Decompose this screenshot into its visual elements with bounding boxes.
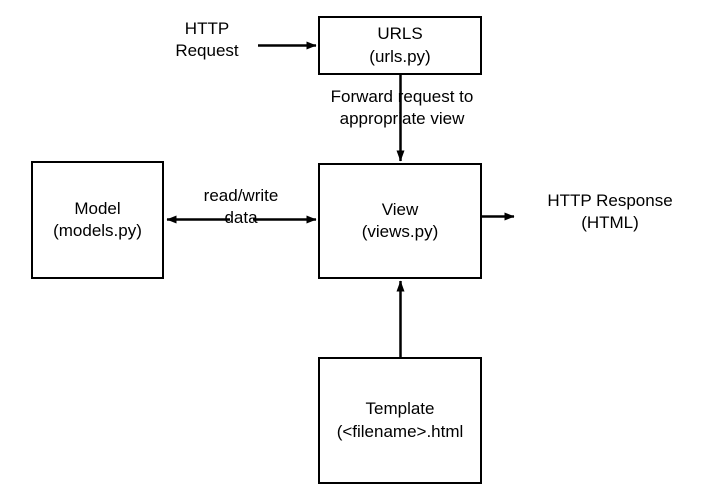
label-read-write-data: read/write data (186, 185, 296, 230)
node-template-title: Template (365, 399, 435, 419)
label-read-write-data-line1: read/write (203, 186, 279, 205)
node-urls-subtitle: (urls.py) (369, 46, 431, 66)
label-forward-request-line2: appropriate view (339, 109, 465, 129)
label-http-request-line2: Request (175, 41, 239, 61)
node-model-title: Model (74, 198, 121, 218)
label-http-response-line1: HTTP Response (547, 191, 673, 210)
label-forward-request: Forward request to appropriate view (306, 86, 498, 131)
node-view-title: View (381, 199, 419, 219)
label-read-write-data-line2: data (224, 208, 258, 228)
label-http-response: HTTP Response (HTML) (520, 190, 700, 235)
node-model-subtitle: (models.py) (53, 221, 142, 240)
node-urls-title: URLS (377, 24, 423, 44)
label-http-request-line1: HTTP (184, 19, 230, 38)
node-urls[interactable]: URLS (urls.py) (318, 16, 482, 75)
node-template-subtitle: (<filename>.html (336, 421, 464, 441)
node-template[interactable]: Template (<filename>.html (318, 357, 482, 484)
node-view-subtitle: (views.py) (361, 222, 439, 241)
label-forward-request-line1: Forward request to (330, 87, 474, 106)
label-http-request: HTTP Request (152, 18, 262, 63)
label-http-response-line2: (HTML) (581, 213, 639, 233)
node-model[interactable]: Model (models.py) (31, 161, 164, 279)
node-view[interactable]: View (views.py) (318, 163, 482, 279)
